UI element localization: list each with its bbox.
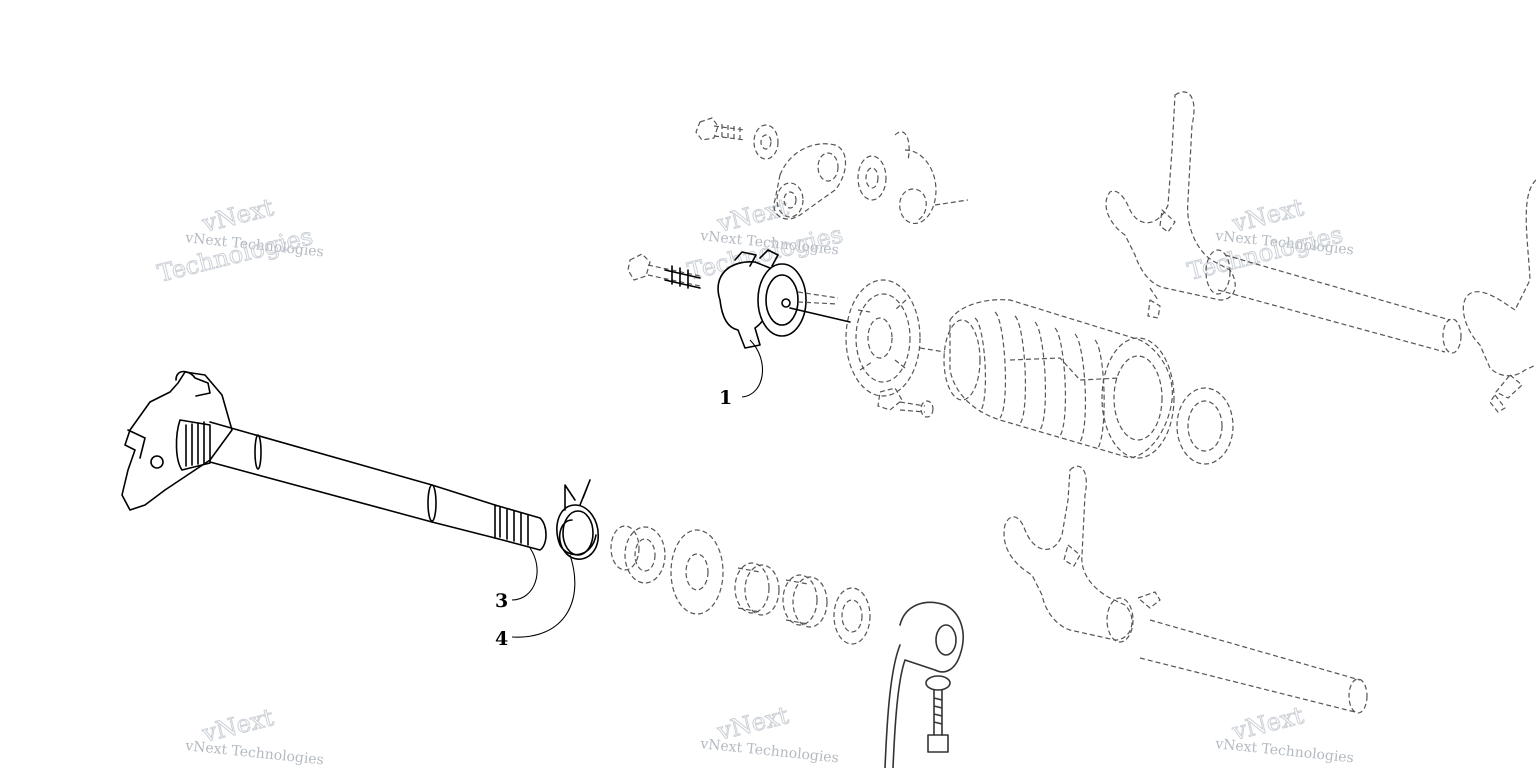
watermark-line: vNext Technologies	[184, 738, 325, 768]
callout-3: 3	[495, 590, 508, 612]
shift-fork-r	[1105, 91, 1462, 354]
highlighted-parts: 1 3 4	[121, 249, 851, 650]
callout-1: 1	[719, 387, 732, 409]
leader-line-1	[741, 339, 763, 398]
gear-shift-lever	[884, 601, 964, 768]
stopper-bolt	[695, 117, 779, 160]
watermark-bottom-right: vNext vNext Technologies	[1214, 701, 1355, 767]
shift-drum-end-cam	[627, 249, 851, 349]
lever-bolt	[925, 675, 951, 753]
shift-fork-c	[1003, 465, 1368, 714]
callout-4: 4	[495, 628, 508, 650]
shift-drum	[919, 299, 1175, 459]
oil-seal	[833, 587, 871, 645]
gear-shift-shaft	[121, 370, 547, 551]
shift-fork-l	[1462, 179, 1536, 413]
watermark-top-right: vNext vNext Technologies Technologies	[1184, 193, 1354, 287]
drum-bearing	[845, 279, 921, 397]
stopper-collar	[857, 155, 887, 201]
retainer-plate	[877, 387, 934, 418]
watermark-big-top: vNext	[199, 193, 277, 238]
shaft-collar	[610, 525, 666, 584]
watermark-bottom-center: vNext vNext Technologies	[699, 701, 840, 767]
needle-bearing-2	[782, 574, 828, 628]
watermark-big-bottom: Technologies	[155, 222, 316, 288]
stopper-spring	[894, 131, 969, 225]
leader-line-4	[511, 554, 576, 638]
drum-end-bearing	[1176, 387, 1234, 465]
stopper-arm	[773, 143, 847, 220]
watermark-line: vNext Technologies	[1214, 736, 1355, 767]
leader-line-3	[511, 547, 538, 601]
thrust-washer	[670, 529, 724, 615]
needle-bearing-1	[734, 562, 780, 616]
shaft-return-spring	[556, 479, 599, 560]
watermark-bottom-left: vNext vNext Technologies	[184, 703, 325, 768]
watermark-top-left: vNext vNext Technologies Technologies	[154, 193, 324, 289]
watermark-line: vNext Technologies	[699, 736, 840, 767]
related-components	[610, 91, 1536, 768]
